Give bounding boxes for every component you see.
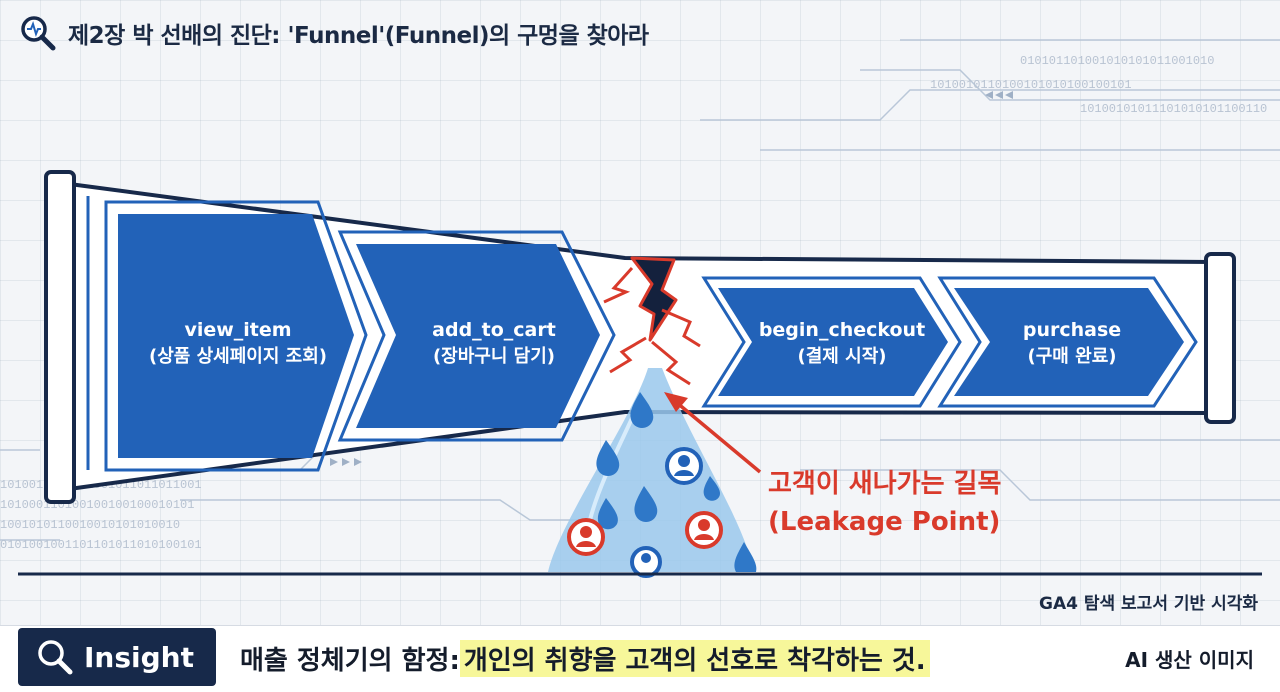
funnel-body (44, 170, 1236, 504)
customer-blue-icon (630, 546, 662, 578)
svg-text:0101001001101101011010100101: 0101001001101101011010100101 (0, 538, 202, 552)
leak-label-en: (Leakage Point) (768, 507, 1000, 537)
leak-arrow (664, 392, 762, 474)
stage-name: begin_checkout (759, 319, 925, 341)
page-title: 제2장 박 선배의 진단: 'Funnel'(Funnel)의 구멍을 찾아라 (68, 23, 649, 49)
svg-text:1010010110100101010100100101: 1010010110100101010100100101 (930, 78, 1132, 92)
stage-purchase: purchase (구매 완료) (937, 276, 1198, 408)
stage-view-item: view_item (상품 상세페이지 조회) (104, 200, 368, 472)
header: 제2장 박 선배의 진단: 'Funnel'(Funnel)의 구멍을 찾아라 (18, 10, 649, 56)
insight-lead: 매출 정체기의 함정: (240, 645, 460, 676)
stage-desc: (장바구니 담기) (433, 346, 555, 367)
svg-text:101000110100100100100010101: 101000110100100100100010101 (0, 498, 194, 512)
insight-text: 매출 정체기의 함정: 개인의 취향을 고객의 선호로 착각하는 것. (240, 636, 930, 680)
stage-begin-checkout: begin_checkout (결제 시작) (701, 276, 962, 408)
magnifier-icon (21, 16, 56, 51)
stage-name: purchase (1023, 319, 1121, 341)
stage-desc: (결제 시작) (798, 346, 887, 367)
insight-tag: Insight (18, 628, 216, 686)
customer-red-icon (685, 511, 723, 549)
insight-label: Insight (84, 640, 194, 674)
stage-add-to-cart: add_to_cart (장바구니 담기) (337, 230, 616, 442)
water-drops (596, 392, 757, 572)
stage-name: add_to_cart (432, 319, 556, 341)
svg-text:10100101011101010101100110: 10100101011101010101100110 (1080, 102, 1267, 116)
stage-name: view_item (184, 319, 291, 341)
stage-desc: (상품 상세페이지 조회) (149, 346, 327, 367)
insight-highlight: 개인의 취향을 고객의 선호로 착각하는 것. (459, 639, 930, 677)
customer-red-icon (567, 518, 605, 556)
svg-text:010101101001010101011001010: 010101101001010101011001010 (1020, 54, 1214, 68)
magnifier-icon (38, 640, 73, 675)
crack-icon (603, 256, 701, 386)
customer-blue-icon (665, 447, 703, 485)
stage-desc: (구매 완료) (1028, 346, 1117, 367)
customer-icons (567, 447, 723, 578)
ai-generated-note: AI 생산 이미지 (1125, 648, 1254, 672)
leak-label-ko: 고객이 새나가는 길목 (768, 469, 1001, 499)
svg-text:1001010110010010101010010: 1001010110010010101010010 (0, 518, 180, 532)
play-markers (330, 91, 1013, 466)
caption: GA4 탐색 보고서 기반 시각화 (1038, 594, 1258, 614)
